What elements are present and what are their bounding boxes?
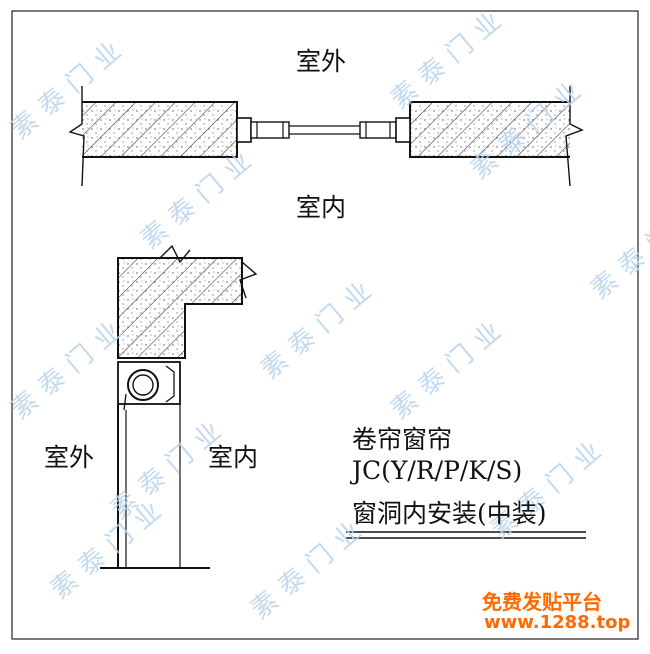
- left-wall: [68, 86, 238, 187]
- side-inside-label: 室内: [208, 443, 259, 472]
- annotation-model: JC(Y/R/P/K/S): [352, 456, 523, 485]
- window-opening: [100, 404, 210, 569]
- annotation-title: 卷帘窗帘: [352, 425, 453, 454]
- page-border: [11, 10, 639, 640]
- top-outside-label: 室外: [296, 47, 347, 76]
- watermark-text: 素泰门业: [585, 190, 650, 306]
- watermark-text: 素泰门业: [5, 310, 135, 426]
- side-outside-label: 室外: [44, 443, 95, 472]
- watermark-text: 素泰门业: [255, 270, 385, 386]
- watermark-text: 素泰门业: [385, 310, 515, 426]
- left-bracket: [236, 117, 290, 143]
- right-wall: [409, 86, 584, 187]
- top-inside-label: 室内: [296, 193, 347, 222]
- top-view: [68, 86, 584, 187]
- annotation-install: 窗洞内安装(中装): [352, 499, 547, 528]
- promo-url[interactable]: www.1288.top: [484, 612, 631, 633]
- right-bracket: [359, 117, 411, 143]
- lintel: [117, 244, 258, 359]
- annotation-underline: [346, 531, 586, 539]
- window-glass: [289, 125, 360, 135]
- side-view: [100, 244, 258, 569]
- watermark-text: 素泰门业: [385, 0, 515, 115]
- roller-box: [117, 361, 181, 411]
- promo-title: 免费发贴平台: [482, 590, 602, 614]
